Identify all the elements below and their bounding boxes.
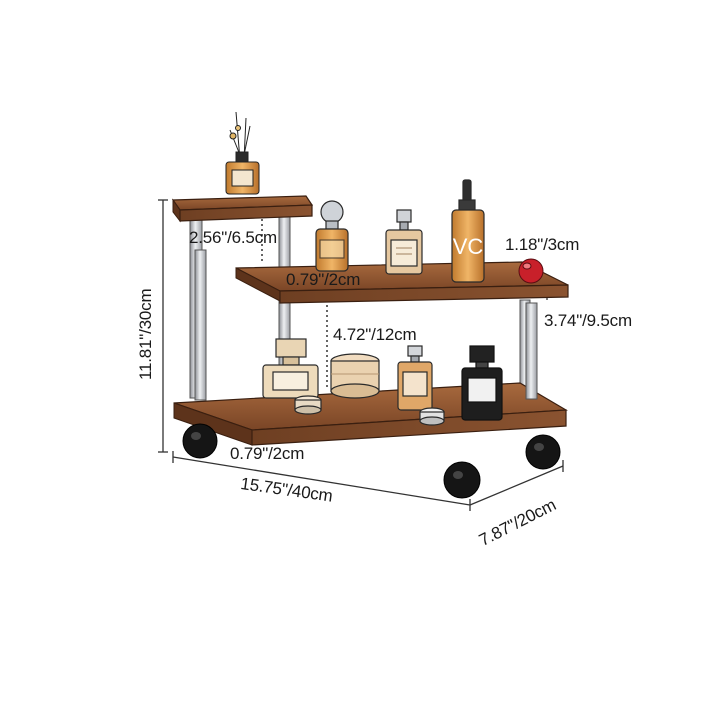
perfume-bottle-icon xyxy=(385,209,423,275)
base-thickness-label: 0.79"/2cm xyxy=(230,444,305,463)
top-gap-label: 2.56"/6.5cm xyxy=(189,228,277,247)
candle-icon xyxy=(419,407,445,426)
lip-height-label: 1.18"/3cm xyxy=(505,235,580,254)
middle-gap-label: 4.72"/12cm xyxy=(333,325,417,344)
dimension-lines xyxy=(158,199,564,511)
serum-label: VC xyxy=(453,234,484,259)
top-shelf xyxy=(171,195,314,223)
perfume-bottle-icon xyxy=(397,345,433,411)
metal-posts-front xyxy=(194,249,538,401)
wheel-icon xyxy=(182,423,561,499)
height-total-label: 11.81"/30cm xyxy=(136,288,155,380)
right-rise-label: 3.74"/9.5cm xyxy=(544,311,632,330)
candle-icon xyxy=(294,395,322,415)
shelf-thickness-label: 0.79"/2cm xyxy=(286,270,361,289)
perfume-bottle-icon xyxy=(315,200,349,272)
serum-bottle-icon xyxy=(451,179,485,283)
perfume-bottle-icon xyxy=(262,338,319,399)
cream-jar-icon xyxy=(330,353,380,399)
reed-diffuser-icon xyxy=(225,111,260,195)
red-ornament-icon xyxy=(518,258,544,284)
black-perfume-icon xyxy=(461,345,503,421)
